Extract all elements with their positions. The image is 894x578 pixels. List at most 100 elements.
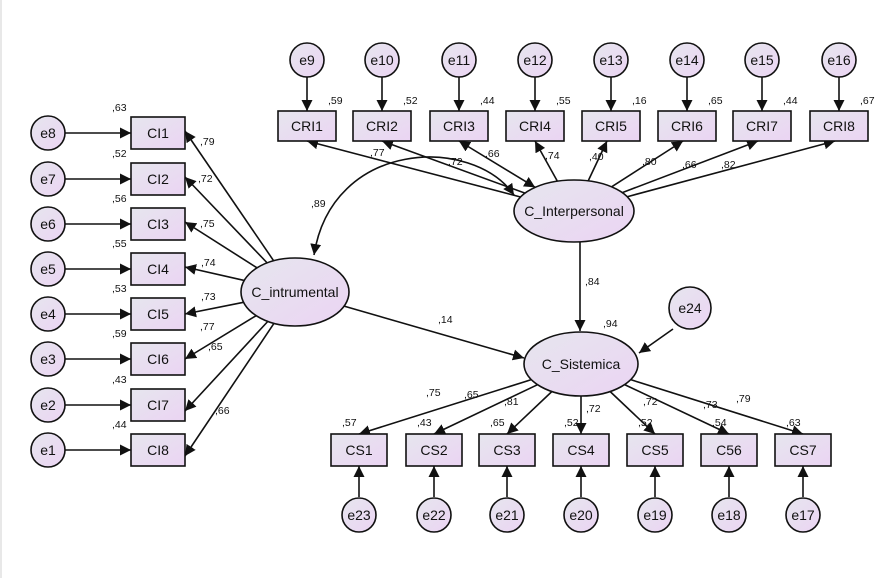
indicator-CI8-label: CI8 (147, 442, 169, 458)
loading-path-C56 (624, 383, 730, 435)
indicator-CRI1: CRI1 (277, 110, 337, 142)
indicator-CI5-label: CI5 (147, 306, 169, 322)
error-node-e16-circle (821, 42, 857, 78)
indicator-CI6-label: CI6 (147, 351, 169, 367)
indicator-CI3-label: CI3 (147, 216, 169, 232)
r2-CI2: ,52 (112, 148, 127, 160)
loading-C56: ,73 (703, 399, 718, 411)
loading-CRI3: ,66 (485, 148, 500, 160)
latent-c-sistemica-label: C_Sistemica (542, 356, 621, 372)
r2-C56: ,54 (712, 417, 727, 429)
error-node-e4: e4 (30, 296, 66, 332)
latent-c-interpersonal-ellipse (513, 179, 635, 243)
covariance-interpersonal-intrumental (310, 156, 515, 256)
indicator-CRI1-box (277, 110, 337, 142)
indicator-CI6-box (130, 342, 186, 376)
error-node-e11-circle (441, 42, 477, 78)
error-node-e18-label: e18 (717, 507, 741, 523)
latent-c-sistemica: C_Sistemica (523, 331, 639, 397)
error-node-e12-circle (517, 42, 553, 78)
error-node-e22-circle (416, 497, 452, 533)
indicator-CI4-label: CI4 (147, 261, 169, 277)
r2-CRI4: ,55 (556, 95, 571, 107)
error-node-e10: e10 (364, 42, 400, 78)
error-node-e6-circle (30, 206, 66, 242)
error-node-e22: e22 (416, 497, 452, 533)
indicator-CRI7-box (732, 110, 792, 142)
r2-CRI8: ,67 (860, 95, 875, 107)
indicator-CRI2: CRI2 (352, 110, 412, 142)
error-node-e1: e1 (30, 432, 66, 468)
indicator-CRI2-label: CRI2 (366, 118, 398, 134)
loading-path-CRI3 (458, 140, 536, 189)
indicator-CI2-box (130, 162, 186, 196)
loading-CS3: ,81 (504, 396, 519, 408)
loading-CI5: ,73 (201, 291, 216, 303)
error-node-e2-label: e2 (40, 397, 56, 413)
loading-CRI2: ,72 (448, 156, 463, 168)
error-node-e19-circle (637, 497, 673, 533)
indicator-CRI7: CRI7 (732, 110, 792, 142)
latent-c-interpersonal-label: C_Interpersonal (524, 203, 624, 219)
path-value-interpersonal-sistemica: ,84 (585, 276, 600, 288)
error-node-e12: e12 (517, 42, 553, 78)
error-node-e8-label: e8 (40, 125, 56, 141)
error-node-e10-label: e10 (370, 52, 394, 68)
loading-CS2: ,65 (464, 389, 479, 401)
loading-path-CRI8 (627, 138, 836, 198)
indicator-CRI3-box (429, 110, 489, 142)
latent-c-intrumental-label: C_intrumental (251, 284, 338, 300)
indicator-CS7-box (774, 433, 832, 467)
r2-CS2: ,43 (417, 417, 432, 429)
error-node-e15-label: e15 (750, 52, 774, 68)
error-node-e22-label: e22 (422, 507, 446, 523)
loading-CI4: ,74 (201, 257, 216, 269)
error-node-e9: e9 (289, 42, 325, 78)
r2-CI8: ,44 (112, 419, 127, 431)
error-node-e13-label: e13 (599, 52, 623, 68)
path-intrumental-to-sistemica (343, 305, 525, 361)
indicator-CRI2-box (352, 110, 412, 142)
r2-CRI3: ,44 (480, 95, 495, 107)
indicator-CS5: CS5 (626, 433, 684, 467)
loading-path-CI5 (184, 301, 244, 318)
error-node-e5: e5 (30, 251, 66, 287)
error-node-e20: e20 (563, 497, 599, 533)
error-node-e15: e15 (744, 42, 780, 78)
loading-CI7: ,65 (208, 341, 223, 353)
indicator-C56: C56 (700, 433, 758, 467)
loading-path-CRI4 (534, 140, 559, 182)
r2-CRI1: ,59 (328, 95, 343, 107)
error-node-e21-label: e21 (495, 507, 519, 523)
indicator-CI4: CI4 (130, 252, 186, 286)
error-node-e4-label: e4 (40, 306, 56, 322)
latent-c-intrumental: C_intrumental (240, 257, 350, 327)
indicator-CRI8-box (809, 110, 869, 142)
indicator-CI1-box (130, 116, 186, 150)
indicator-CI2-label: CI2 (147, 171, 169, 187)
error-node-e19-label: e19 (643, 507, 667, 523)
loading-CRI7: ,66 (682, 159, 697, 171)
indicator-CI7: CI7 (130, 388, 186, 422)
loading-CS1: ,75 (426, 387, 441, 399)
indicator-CRI8-label: CRI8 (823, 118, 855, 134)
error-node-e1-label: e1 (40, 442, 56, 458)
error-node-e20-label: e20 (569, 507, 593, 523)
error-node-e7-label: e7 (40, 171, 56, 187)
indicator-CI6: CI6 (130, 342, 186, 376)
loading-CI8: ,66 (215, 405, 230, 417)
indicator-CS3-label: CS3 (493, 442, 520, 458)
error-node-e1-circle (30, 432, 66, 468)
indicator-CS5-box (626, 433, 684, 467)
error-node-e13-circle (593, 42, 629, 78)
error-node-e18-circle (711, 497, 747, 533)
r2-CRI6: ,65 (708, 95, 723, 107)
indicator-C56-label: C56 (716, 442, 742, 458)
r2-CS3: ,65 (490, 417, 505, 429)
error-node-e11: e11 (441, 42, 477, 78)
disturbance-e24-label: e24 (678, 300, 702, 316)
r2-CS4: ,52 (564, 417, 579, 429)
r2-CI6: ,59 (112, 328, 127, 340)
